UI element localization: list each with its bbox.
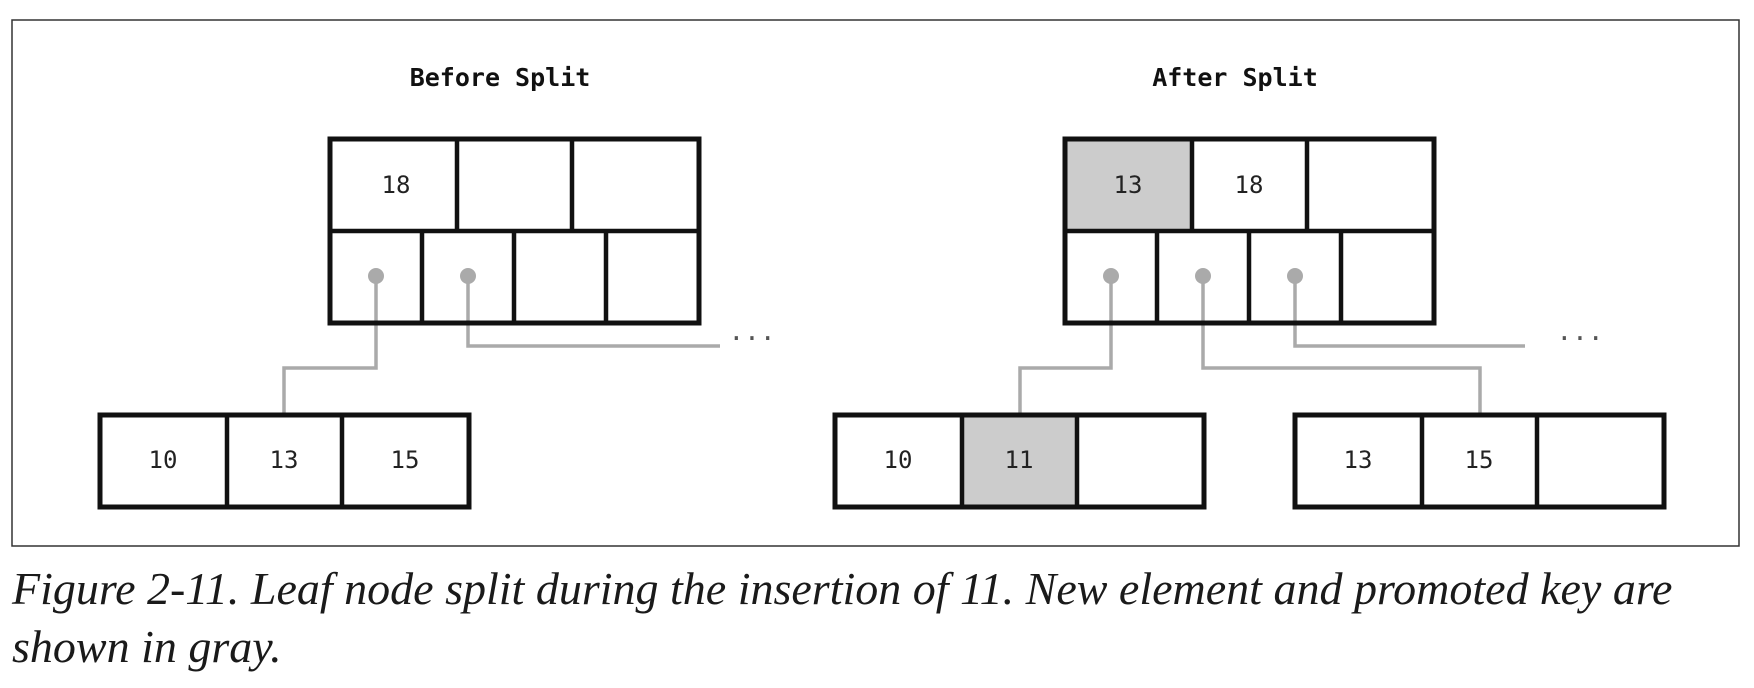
- before-key-cell-1: [330, 139, 457, 231]
- before-key-cell-2: [457, 139, 572, 231]
- after-internal-frame: [1062, 136, 1437, 326]
- before-leaf-key: 15: [391, 446, 420, 474]
- before-split-title: Before Split: [410, 63, 591, 92]
- before-leaf-node: 10 13 15: [97, 412, 472, 510]
- before-internal-key: 18: [382, 171, 411, 199]
- before-leaf-key: 13: [270, 446, 299, 474]
- after-leaf2-key: 13: [1344, 446, 1373, 474]
- after-ellipsis: ...: [1557, 317, 1604, 347]
- after-internal-key: 18: [1235, 171, 1264, 199]
- after-leaf2-cell-3: [1537, 415, 1664, 507]
- before-key-cell-3: [572, 139, 699, 231]
- after-leaf2-frame: [1292, 412, 1667, 510]
- figure-caption: Figure 2-11. Leaf node split during the …: [12, 563, 1673, 672]
- after-leaf1-key: 11: [1005, 446, 1034, 474]
- before-ellipsis: ...: [729, 317, 776, 347]
- after-leaf2-cell-2: [1422, 415, 1537, 507]
- before-leaf-frame: [97, 412, 472, 510]
- after-key-cell-2: [1192, 139, 1307, 231]
- before-leaf-cell-2: [227, 415, 342, 507]
- after-leaf-node-left: 10 11: [832, 412, 1207, 510]
- after-leaf1-cell-2: [962, 415, 1077, 507]
- before-pointer-2-connector: [466, 276, 720, 348]
- after-leaf1-key: 10: [884, 446, 913, 474]
- after-key-cell-1: [1065, 139, 1192, 231]
- after-key-cell-3: [1307, 139, 1434, 231]
- after-leaf1-cell-3: [1077, 415, 1204, 507]
- before-internal-node: 18: [327, 136, 702, 326]
- after-pointer-3-connector: [1293, 276, 1525, 348]
- after-pointer-dot-3: [1287, 268, 1303, 284]
- before-pointer-dot-2: [460, 268, 476, 284]
- after-internal-node: 13 18: [1062, 136, 1437, 326]
- after-pointer-dot-2: [1195, 268, 1211, 284]
- after-split-title: After Split: [1152, 63, 1318, 92]
- after-leaf2-key: 15: [1465, 446, 1494, 474]
- after-leaf1-cell-1: [835, 415, 962, 507]
- btree-split-diagram: Before Split After Split ... ... 18: [11, 19, 1740, 547]
- before-leaf-cell-1: [100, 415, 227, 507]
- after-leaf1-frame: [832, 412, 1207, 510]
- after-internal-key: 13: [1114, 171, 1143, 199]
- after-leaf2-cell-1: [1295, 415, 1422, 507]
- after-pointer-dot-1: [1103, 268, 1119, 284]
- before-internal-frame: [327, 136, 702, 326]
- before-leaf-cell-3: [342, 415, 469, 507]
- before-leaf-key: 10: [149, 446, 178, 474]
- before-pointer-dot-1: [368, 268, 384, 284]
- after-leaf-node-right: 13 15: [1292, 412, 1667, 510]
